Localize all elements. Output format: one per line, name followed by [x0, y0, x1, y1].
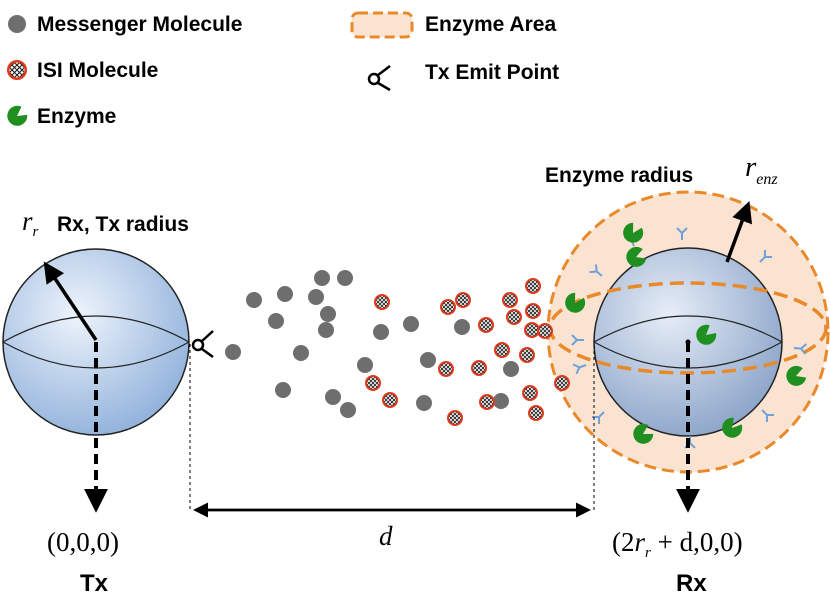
legend-tx-emit: Tx Emit Point: [367, 61, 559, 92]
isi-molecules: [365, 278, 570, 426]
messenger-molecules: [225, 270, 519, 418]
tx-sphere: [2, 248, 190, 513]
rx-name: Rx: [676, 570, 707, 597]
r-enz-symbol: renz: [745, 151, 778, 188]
rx-coordinate: (2rr + d,0,0): [612, 527, 743, 561]
legend-enzyme-label: Enzyme: [37, 105, 116, 128]
distance-label: d: [379, 521, 393, 551]
legend-isi: ISI Molecule: [7, 59, 158, 82]
tx-emit-point: [191, 330, 214, 359]
tx-emit-icon: [367, 65, 391, 92]
enzyme-radius-label: Enzyme radius: [545, 164, 693, 187]
legend-enzyme-area-label: Enzyme Area: [425, 13, 556, 36]
rx-tx-radius-label: Rx, Tx radius: [57, 213, 189, 236]
legend: Messenger Molecule ISI Molecule Enzyme E…: [3, 11, 559, 130]
legend-tx-emit-label: Tx Emit Point: [425, 61, 559, 84]
legend-messenger: Messenger Molecule: [8, 13, 242, 36]
r-r-symbol: rr: [22, 206, 39, 240]
tx-coordinate: (0,0,0): [47, 527, 119, 557]
rx-enzyme-radius-arrow: [725, 201, 753, 263]
legend-messenger-label: Messenger Molecule: [37, 13, 242, 36]
enzyme-icon: [3, 102, 31, 130]
tx-name: Tx: [80, 570, 109, 597]
enzyme-area-icon: [350, 11, 414, 39]
tx-radius-arrow: [43, 261, 98, 341]
legend-isi-label: ISI Molecule: [37, 59, 158, 82]
isi-icon: [7, 60, 27, 80]
legend-enzyme: Enzyme: [3, 102, 116, 130]
distance-annotation: d: [189, 344, 595, 551]
legend-enzyme-area: Enzyme Area: [350, 11, 556, 39]
messenger-icon: [8, 15, 26, 33]
